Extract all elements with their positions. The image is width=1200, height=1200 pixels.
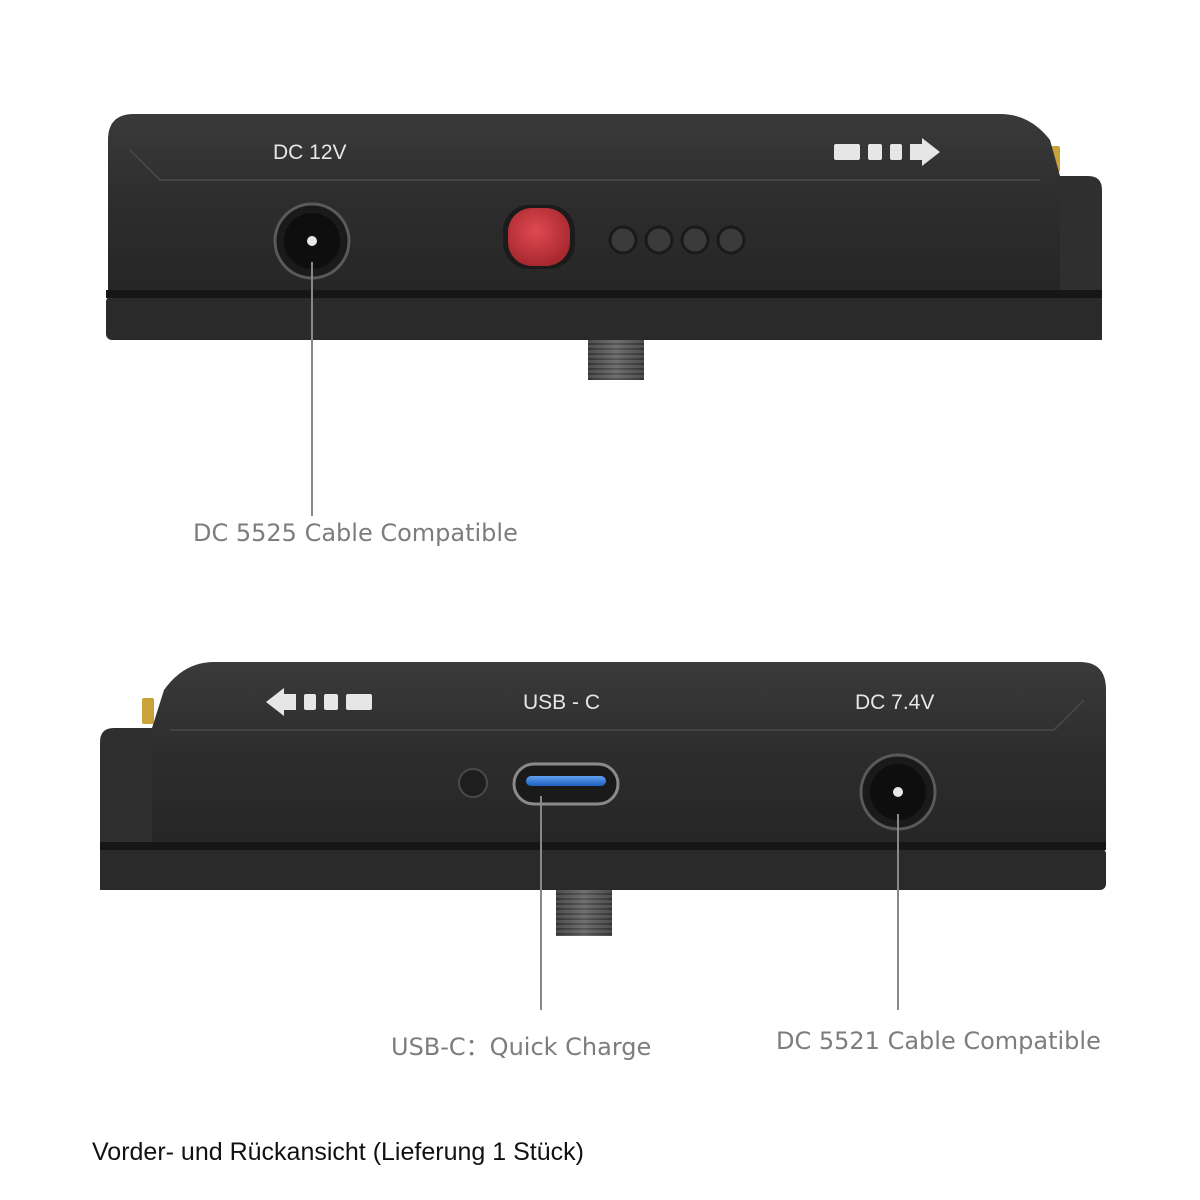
dc-12v-label: DC 12V — [273, 141, 347, 164]
front-view-device: DC 12V — [106, 114, 1102, 380]
dc-12v-port — [273, 202, 351, 280]
dc-5525-callout: DC 5525 Cable Compatible — [193, 519, 518, 547]
dc-5521-callout: DC 5521 Cable Compatible — [776, 1027, 1101, 1055]
arrow-left-icon — [266, 688, 372, 716]
dc-7v4-port — [859, 753, 937, 831]
arrow-right-icon — [834, 138, 940, 166]
battery-indicator-leds — [608, 225, 746, 255]
usb-c-label: USB - C — [523, 691, 600, 714]
indicator-light — [458, 768, 488, 798]
usb-c-port — [512, 762, 620, 806]
back-view-device: USB - C DC 7.4V — [100, 662, 1106, 936]
dc-7v4-label: DC 7.4V — [855, 691, 934, 714]
caption: Vorder- und Rückansicht (Lieferung 1 Stü… — [92, 1138, 584, 1166]
gold-contact-icon — [142, 698, 154, 724]
power-button — [503, 205, 575, 269]
usb-c-quick-charge-callout: USB-C：Quick Charge — [391, 1033, 652, 1061]
